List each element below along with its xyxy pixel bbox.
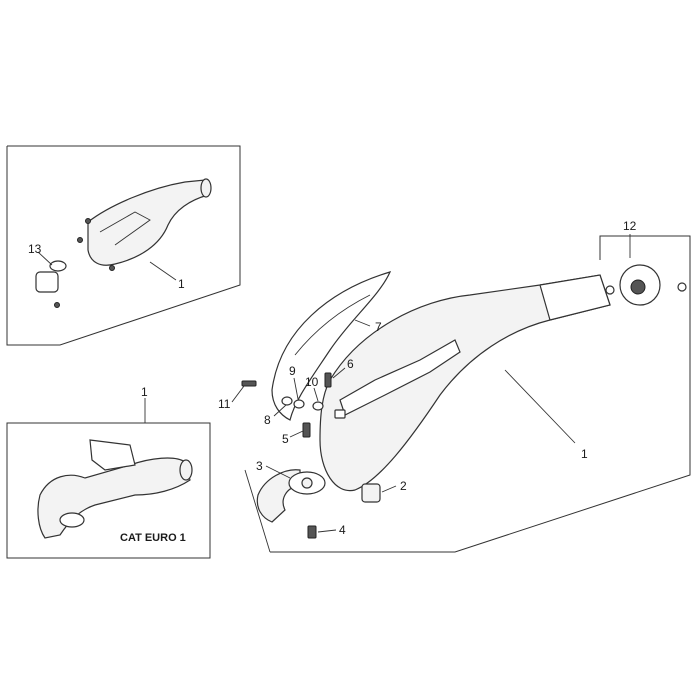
inset-top-bracket bbox=[99, 211, 151, 246]
label-4: 4 bbox=[339, 523, 346, 537]
leader-13 bbox=[37, 251, 53, 266]
washer-8 bbox=[281, 396, 293, 406]
caption-cat-euro-1: CAT EURO 1 bbox=[120, 532, 186, 544]
screw-11 bbox=[241, 380, 257, 387]
label-8: 8 bbox=[264, 413, 271, 427]
inset-top-frame bbox=[6, 145, 241, 346]
label-6: 6 bbox=[347, 357, 354, 371]
leader-10 bbox=[313, 387, 319, 402]
inset-cat-gasket bbox=[59, 512, 85, 528]
leader-11 bbox=[231, 385, 245, 403]
inset-top-exhaust bbox=[87, 179, 209, 266]
label-2: 2 bbox=[400, 479, 407, 493]
leader-5 bbox=[289, 430, 304, 438]
inset-top-flange-block bbox=[35, 271, 59, 293]
leader-9 bbox=[293, 377, 299, 400]
inset-top-gasket bbox=[49, 260, 67, 272]
bolt-4 bbox=[307, 525, 317, 539]
inset-top-bolt-c bbox=[109, 265, 115, 271]
nut-bracket bbox=[334, 409, 346, 419]
mounting-bracket bbox=[339, 339, 461, 416]
bolt-6 bbox=[324, 372, 332, 388]
label-1-top: 1 bbox=[178, 277, 185, 291]
label-7: 7 bbox=[375, 320, 382, 334]
heat-shield bbox=[271, 271, 392, 421]
inset-cat-outlet bbox=[179, 459, 193, 481]
silencer-body bbox=[319, 274, 611, 492]
main-frame bbox=[270, 235, 691, 553]
end-cap-center bbox=[630, 279, 646, 295]
inset-cat-euro-variant: 1 CAT EURO 1 bbox=[6, 385, 211, 559]
leader-8 bbox=[273, 404, 287, 417]
label-12: 12 bbox=[623, 219, 637, 233]
inset-cat-frame bbox=[6, 422, 211, 559]
leader-1-top bbox=[149, 261, 177, 281]
leader-4 bbox=[317, 529, 337, 533]
inset-top-variant: 13 1 bbox=[6, 145, 241, 346]
leader-1-main bbox=[504, 369, 576, 444]
end-cap-washer bbox=[605, 285, 615, 295]
label-5: 5 bbox=[282, 432, 289, 446]
inset-cat-exhaust bbox=[37, 457, 191, 539]
bolt-5 bbox=[302, 422, 311, 438]
label-13: 13 bbox=[28, 242, 42, 256]
inset-cat-bracket bbox=[89, 439, 136, 471]
end-cap-screw bbox=[677, 282, 687, 292]
washer-9 bbox=[293, 399, 305, 409]
inset-top-bolt-b bbox=[77, 237, 83, 243]
label-3: 3 bbox=[256, 459, 263, 473]
heat-shield-slot bbox=[294, 294, 371, 356]
washer-10 bbox=[312, 401, 324, 411]
leader-2 bbox=[381, 485, 397, 493]
main-exploded-view: 1 2 3 4 5 6 7 8 9 10 11 12 bbox=[218, 219, 691, 553]
inset-top-bolt-a bbox=[85, 218, 91, 224]
rubber-spacer bbox=[361, 483, 381, 503]
label-10: 10 bbox=[305, 375, 319, 389]
label-9: 9 bbox=[289, 364, 296, 378]
inset-top-outlet bbox=[200, 178, 212, 198]
label-11: 11 bbox=[218, 397, 231, 411]
label-1-main: 1 bbox=[581, 447, 588, 461]
inset-top-bolt-d bbox=[54, 302, 60, 308]
leader-7 bbox=[354, 319, 371, 327]
leader-6 bbox=[332, 367, 346, 379]
main-frame-left bbox=[244, 469, 271, 553]
leader-3 bbox=[265, 465, 291, 479]
silencer-can bbox=[539, 274, 611, 321]
label-1-left: 1 bbox=[141, 385, 148, 399]
flange-hole bbox=[301, 477, 313, 489]
